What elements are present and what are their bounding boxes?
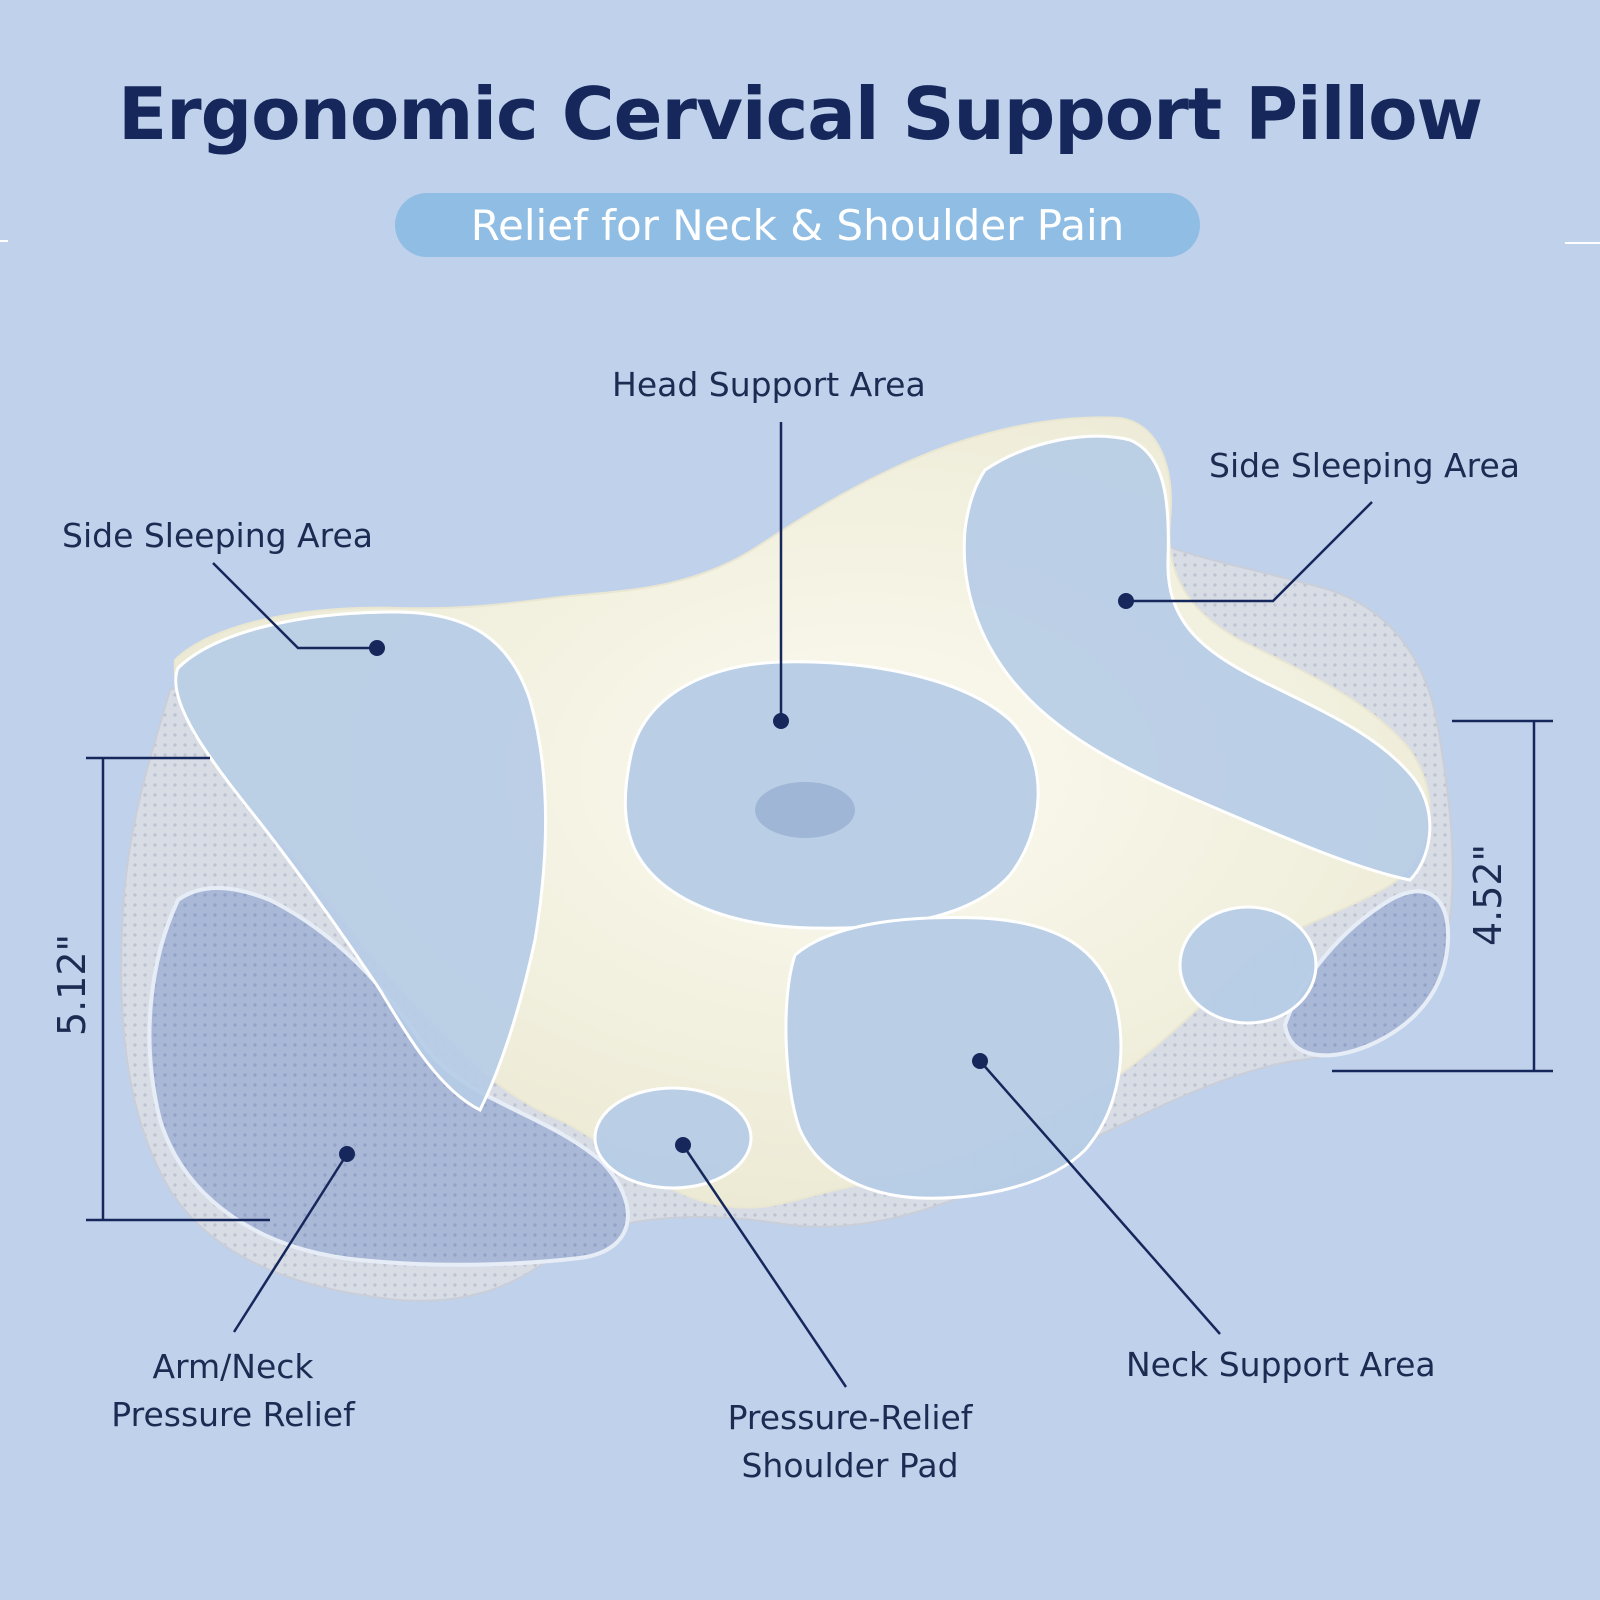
subtitle-badge: Relief for Neck & Shoulder Pain — [395, 193, 1200, 257]
label-shoulder-pad-line2: Shoulder Pad — [741, 1446, 959, 1485]
right-side-mesh-zone — [1282, 889, 1451, 1058]
dimension-lines — [86, 719, 1553, 1222]
label-shoulder-pad-line1: Pressure-Relief — [727, 1398, 973, 1437]
dot-side-left — [369, 640, 385, 656]
dimension-left-height: 5.12" — [50, 933, 94, 1037]
edge-mark-right — [1565, 242, 1600, 244]
leader-arm-neck — [232, 1153, 349, 1333]
label-arm-neck-relief: Arm/Neck Pressure Relief — [88, 1343, 378, 1439]
leader-side-left — [212, 562, 377, 650]
subtitle-text: Relief for Neck & Shoulder Pain — [470, 200, 1125, 250]
leader-shoulder-pad — [681, 1144, 848, 1388]
page-title: Ergonomic Cervical Support Pillow — [117, 72, 1483, 156]
leader-side-right — [1126, 501, 1373, 603]
callout-lines — [212, 422, 1373, 1388]
label-shoulder-pad: Pressure-Relief Shoulder Pad — [700, 1394, 1000, 1490]
leader-neck-support — [979, 1060, 1221, 1335]
dot-neck-support — [972, 1053, 988, 1069]
label-side-sleeping-left: Side Sleeping Area — [62, 516, 373, 555]
left-side-sleeping-zone — [174, 610, 548, 1113]
dot-head-support — [773, 713, 789, 729]
shoulder-pad-zone — [593, 1086, 753, 1190]
label-side-sleeping-right: Side Sleeping Area — [1209, 446, 1520, 485]
dimension-right-height: 4.52" — [1466, 843, 1510, 947]
right-small-zone — [1178, 905, 1318, 1025]
dot-side-right — [1118, 593, 1134, 609]
dot-shoulder-pad — [675, 1137, 691, 1153]
label-neck-support: Neck Support Area — [1126, 1345, 1436, 1384]
label-arm-neck-line2: Pressure Relief — [111, 1395, 355, 1434]
dot-arm-neck — [339, 1146, 355, 1162]
arm-neck-mesh-zone — [147, 886, 630, 1267]
head-support-cavity — [755, 782, 855, 838]
callout-dots — [339, 593, 1134, 1162]
right-side-sleeping-zone — [962, 434, 1432, 882]
label-arm-neck-line1: Arm/Neck — [152, 1347, 314, 1386]
label-head-support: Head Support Area — [612, 365, 926, 404]
neck-support-zone — [784, 916, 1123, 1200]
edge-mark-left — [0, 240, 8, 242]
